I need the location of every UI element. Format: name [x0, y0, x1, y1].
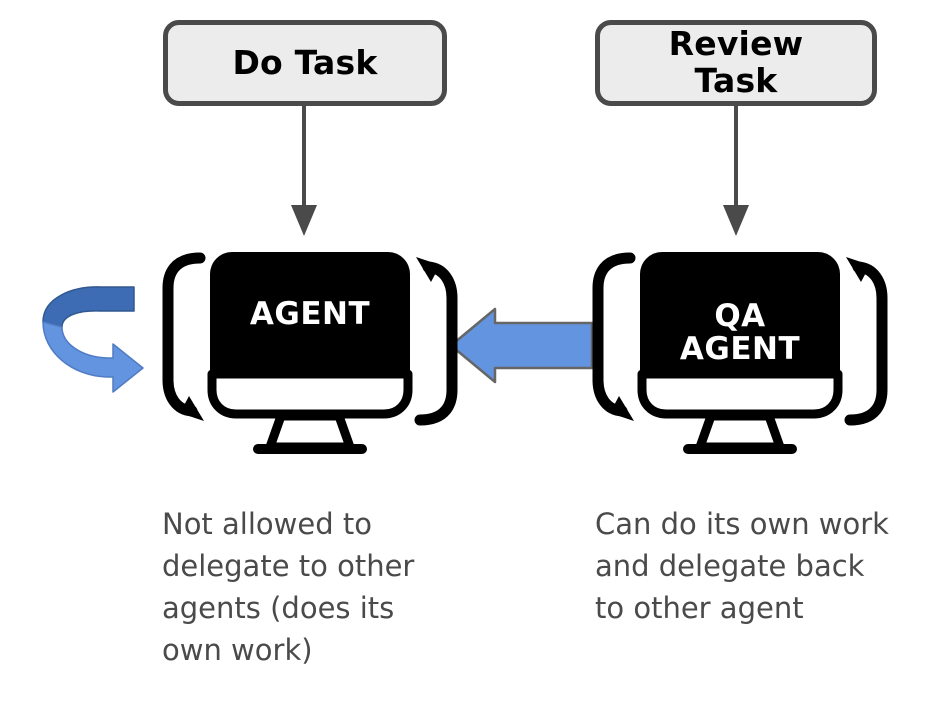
monitor-body	[637, 252, 843, 454]
caption-agent: Not allowed to delegate to other agents …	[162, 507, 415, 668]
caption-qa-agent: Can do its own work and delegate back to…	[595, 507, 889, 626]
desktop-monitor-icon	[592, 252, 888, 454]
loop-arrow-right-icon	[414, 257, 458, 426]
desktop-monitor-icon	[162, 252, 458, 454]
task-box-review-task[interactable]: Review Task	[595, 20, 877, 106]
task-box-review-task-label: Review Task	[668, 24, 804, 100]
connector-review-task-to-qa-agent	[723, 106, 749, 236]
blue-circular-self-loop-arrow	[42, 286, 144, 393]
task-box-do-task[interactable]: Do Task	[163, 20, 447, 106]
node-qa-agent[interactable]: QA AGENT	[590, 230, 890, 460]
loop-arrow-left-icon	[162, 252, 206, 421]
task-box-do-task-label: Do Task	[232, 42, 378, 82]
node-agent[interactable]: AGENT	[160, 230, 460, 460]
loop-arrow-left-icon	[592, 252, 636, 421]
connector-do-task-to-agent	[291, 106, 317, 236]
monitor-body	[207, 252, 413, 454]
blue-arrow-qa-to-agent	[449, 307, 594, 384]
loop-arrow-right-icon	[844, 257, 888, 426]
